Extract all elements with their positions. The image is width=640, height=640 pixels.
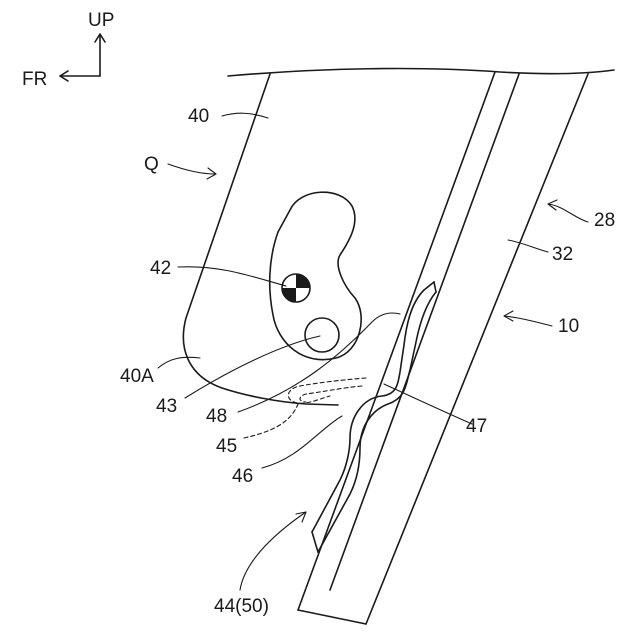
label-47: 47 [466,416,487,437]
label-28: 28 [594,210,615,231]
bracket-44-inner [318,292,436,552]
bracket-44-top [434,282,436,292]
pivot-42 [282,274,310,302]
label-44-50: 44(50) [214,596,269,617]
label-40a: 40A [120,366,154,387]
leader-40a [158,357,200,368]
member-32-inner-edge [330,74,519,590]
label-10: 10 [558,316,579,337]
top-break-line [228,69,614,76]
label-46: 46 [232,466,253,487]
leader-32 [508,240,548,252]
leader-45 [244,404,298,438]
leader-40 [222,113,268,118]
leader-10 [504,316,552,326]
up-label: UP [88,10,114,31]
member-bottom-edge [298,610,366,624]
label-48: 48 [206,406,227,427]
label-45: 45 [216,436,237,457]
label-40: 40 [188,106,209,127]
leader-46 [262,416,342,468]
label-q: Q [144,154,159,175]
leader-44 [240,512,306,590]
leader-28 [548,204,588,222]
leader-47 [384,384,472,424]
member-28-rear-edge [366,74,588,624]
label-43: 43 [156,396,177,417]
leader-43 [185,336,320,398]
label-42: 42 [150,258,171,279]
label-32: 32 [552,244,573,265]
hidden-part-45-inner [300,386,362,402]
slot [270,192,361,359]
front-label: FR [22,69,47,90]
member-32-front-edge [298,72,495,610]
bracket-44-end [312,532,318,552]
hole-43 [305,318,339,352]
orientation-indicator: UP FR [22,10,114,90]
